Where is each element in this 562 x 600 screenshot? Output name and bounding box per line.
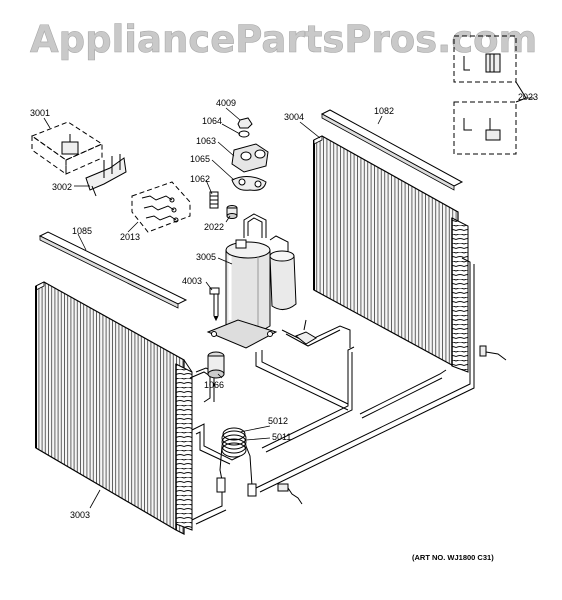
label-2023: 2023 (518, 92, 538, 102)
part-clip-compressor (295, 319, 317, 345)
compressor-3005 (206, 239, 297, 349)
group-3001 (30, 121, 104, 175)
label-1062: 1062 (190, 174, 210, 184)
part-sensor-right (479, 345, 507, 361)
label-3005: 3005 (196, 252, 216, 262)
label-3002: 3002 (52, 182, 72, 192)
nut-4009 (237, 117, 253, 129)
part-labels: 3001 3002 2013 4009 1064 1063 1065 1062 … (30, 92, 538, 562)
coil-face-left (35, 281, 185, 535)
washer-1064 (238, 130, 250, 138)
label-2013: 2013 (120, 232, 140, 242)
label-2022: 2022 (204, 222, 224, 232)
bolt-4003 (209, 287, 220, 322)
label-4003: 4003 (182, 276, 202, 286)
grommet-1066 (207, 351, 225, 379)
terminal-cover-1063 (231, 143, 269, 173)
label-1063: 1063 (196, 136, 216, 146)
label-1065: 1065 (190, 154, 210, 164)
label-3003: 3003 (70, 510, 90, 520)
group-2013 (131, 181, 191, 233)
label-3001: 3001 (30, 108, 50, 118)
label-1066: 1066 (204, 380, 224, 390)
thermistor-3002 (85, 154, 127, 197)
gasket-1065 (231, 176, 267, 191)
label-1064: 1064 (202, 116, 222, 126)
left-condenser-coil (35, 231, 193, 535)
art-number: (ART NO. WJ1800 C31) (412, 553, 494, 562)
leader-lines (43, 97, 534, 509)
return-bends-right (451, 217, 469, 373)
label-1082: 1082 (374, 106, 394, 116)
label-5012: 5012 (268, 416, 288, 426)
group-2023 (453, 35, 527, 155)
capillary-coil (216, 427, 257, 497)
label-1085: 1085 (72, 226, 92, 236)
label-5011: 5011 (272, 432, 291, 442)
label-3004: 3004 (284, 112, 304, 122)
right-evaporator-coil (313, 109, 469, 373)
spring-1062 (209, 191, 219, 209)
return-bends-left (175, 363, 193, 531)
part-2022 (226, 205, 238, 219)
label-4009: 4009 (216, 98, 236, 108)
part-clip-bottom (277, 483, 303, 505)
watermark-text: AppliancePartsPros.com (30, 18, 537, 61)
